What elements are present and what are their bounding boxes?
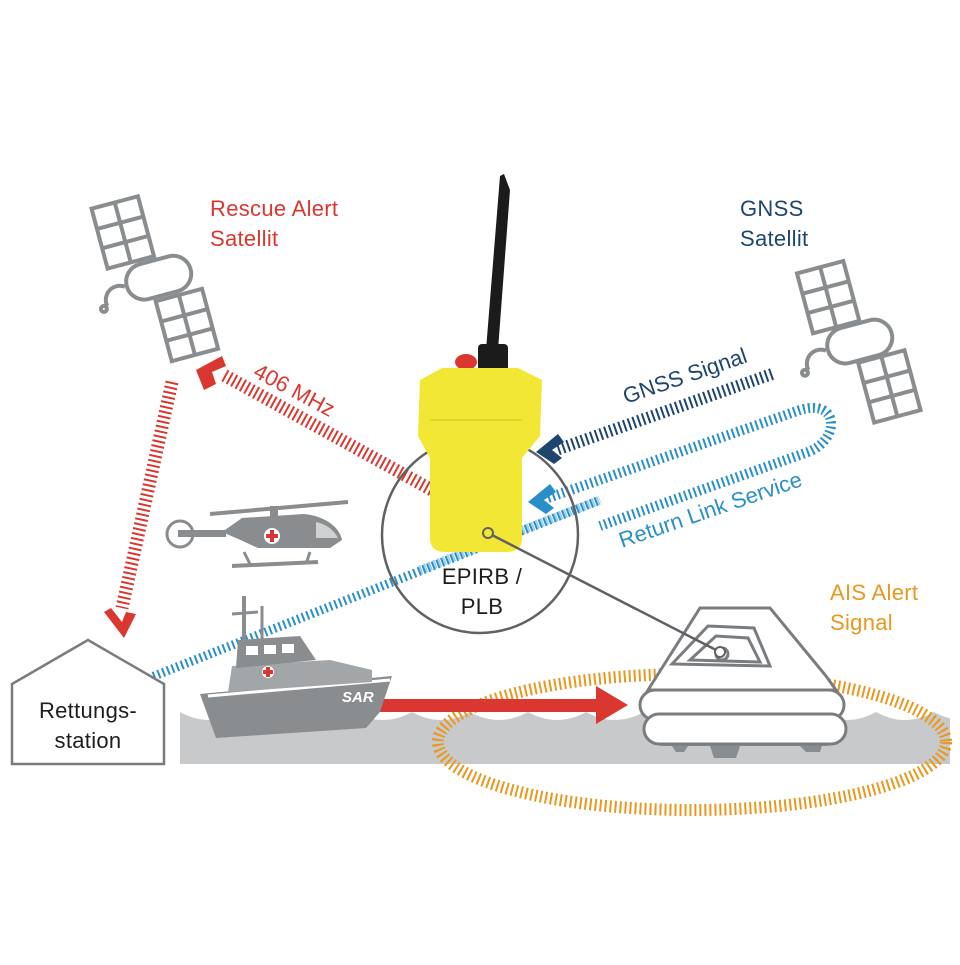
gnss-satellite-label-line1: GNSS — [740, 196, 804, 221]
gnss-satellite-label: GNSS Satellit — [740, 194, 808, 254]
beacon-label-line2: PLB — [460, 594, 504, 619]
downlink-signal — [104, 380, 179, 638]
rescue-satellite-label: Rescue Alert Satellit — [210, 194, 338, 254]
return-link-signal — [528, 403, 837, 531]
station-label-line1: Rettungs- — [38, 698, 138, 723]
gnss-signal — [536, 368, 774, 464]
ais-alert-label-line2: Signal — [830, 610, 893, 635]
ais-alert-ring — [432, 668, 952, 816]
beacon-label-line1: EPIRB / — [441, 564, 523, 589]
406-uplink-signal — [196, 356, 436, 496]
station-label-line2: station — [54, 728, 122, 753]
helicopter-icon — [165, 500, 349, 568]
return-link-label: Return Link Service — [615, 467, 805, 553]
satellite-icon — [794, 258, 924, 426]
ais-alert-label-line1: AIS Alert — [830, 580, 919, 605]
station-house-icon — [10, 638, 166, 766]
beacon-device-icon — [418, 174, 542, 552]
station-label: Rettungs- station — [12, 696, 164, 756]
rescue-satellite-label-line2: Satellit — [210, 226, 279, 251]
life-raft-icon — [638, 606, 848, 758]
gnss-satellite-label-line2: Satellit — [740, 226, 809, 251]
boat-course-arrow — [378, 686, 628, 724]
ais-alert-label: AIS Alert Signal — [830, 578, 918, 638]
beacon-label: EPIRB / PLB — [412, 562, 552, 622]
satellite-icon — [89, 193, 221, 364]
rescue-boat-icon: SAR — [200, 596, 392, 738]
beacon-raft-connector — [482, 527, 726, 658]
rescue-satellite-label-line1: Rescue Alert — [210, 196, 339, 221]
boat-sar-marking: SAR — [342, 689, 374, 706]
